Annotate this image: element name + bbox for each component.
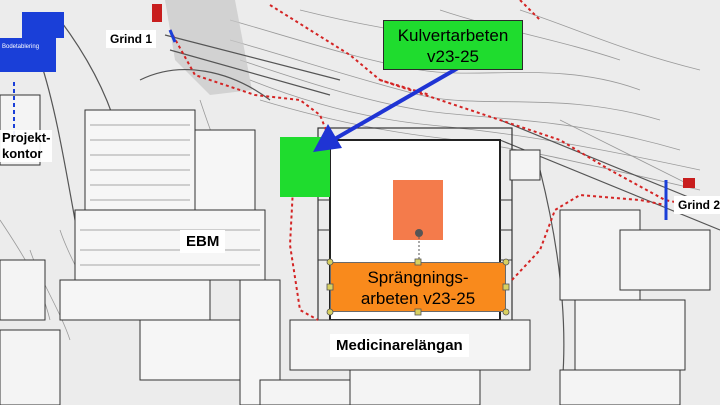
- bodetablering-label: Bodetablering: [2, 44, 40, 50]
- ebm-label: EBM: [180, 230, 226, 253]
- grind-1-marker: [168, 29, 177, 43]
- medicinarelangan-label: Medicinarelängan: [330, 334, 469, 357]
- kulvert-callout: Kulvertarbeten v23-25: [383, 20, 523, 70]
- sprang-line-1: Sprängnings-: [367, 268, 469, 287]
- kulvert-line-2: v23-25: [427, 47, 479, 66]
- hatched-area: [165, 0, 252, 95]
- arrow-head: [313, 124, 342, 152]
- right-buildings: [509, 149, 711, 405]
- blue-building-2: [0, 38, 56, 72]
- kulvert-line-1: Kulvertarbeten: [397, 26, 509, 45]
- grind-2-label: Grind 2: [674, 196, 720, 214]
- projektkontor-line-1: Projekt-: [2, 130, 51, 145]
- ebm-hatch: [80, 124, 260, 266]
- projektkontor-line-2: kontor: [2, 146, 43, 161]
- blue-building-1: [22, 12, 64, 38]
- projektkontor-label: Projekt- kontor: [0, 130, 53, 162]
- sprang-line-2: arbeten v23-25: [360, 289, 476, 308]
- sprang-callout: Sprängnings- arbeten v23-25: [330, 262, 506, 312]
- arrow-shaft: [332, 66, 459, 142]
- ebm-building: [59, 109, 281, 405]
- grind-1-label: Grind 1: [106, 30, 157, 48]
